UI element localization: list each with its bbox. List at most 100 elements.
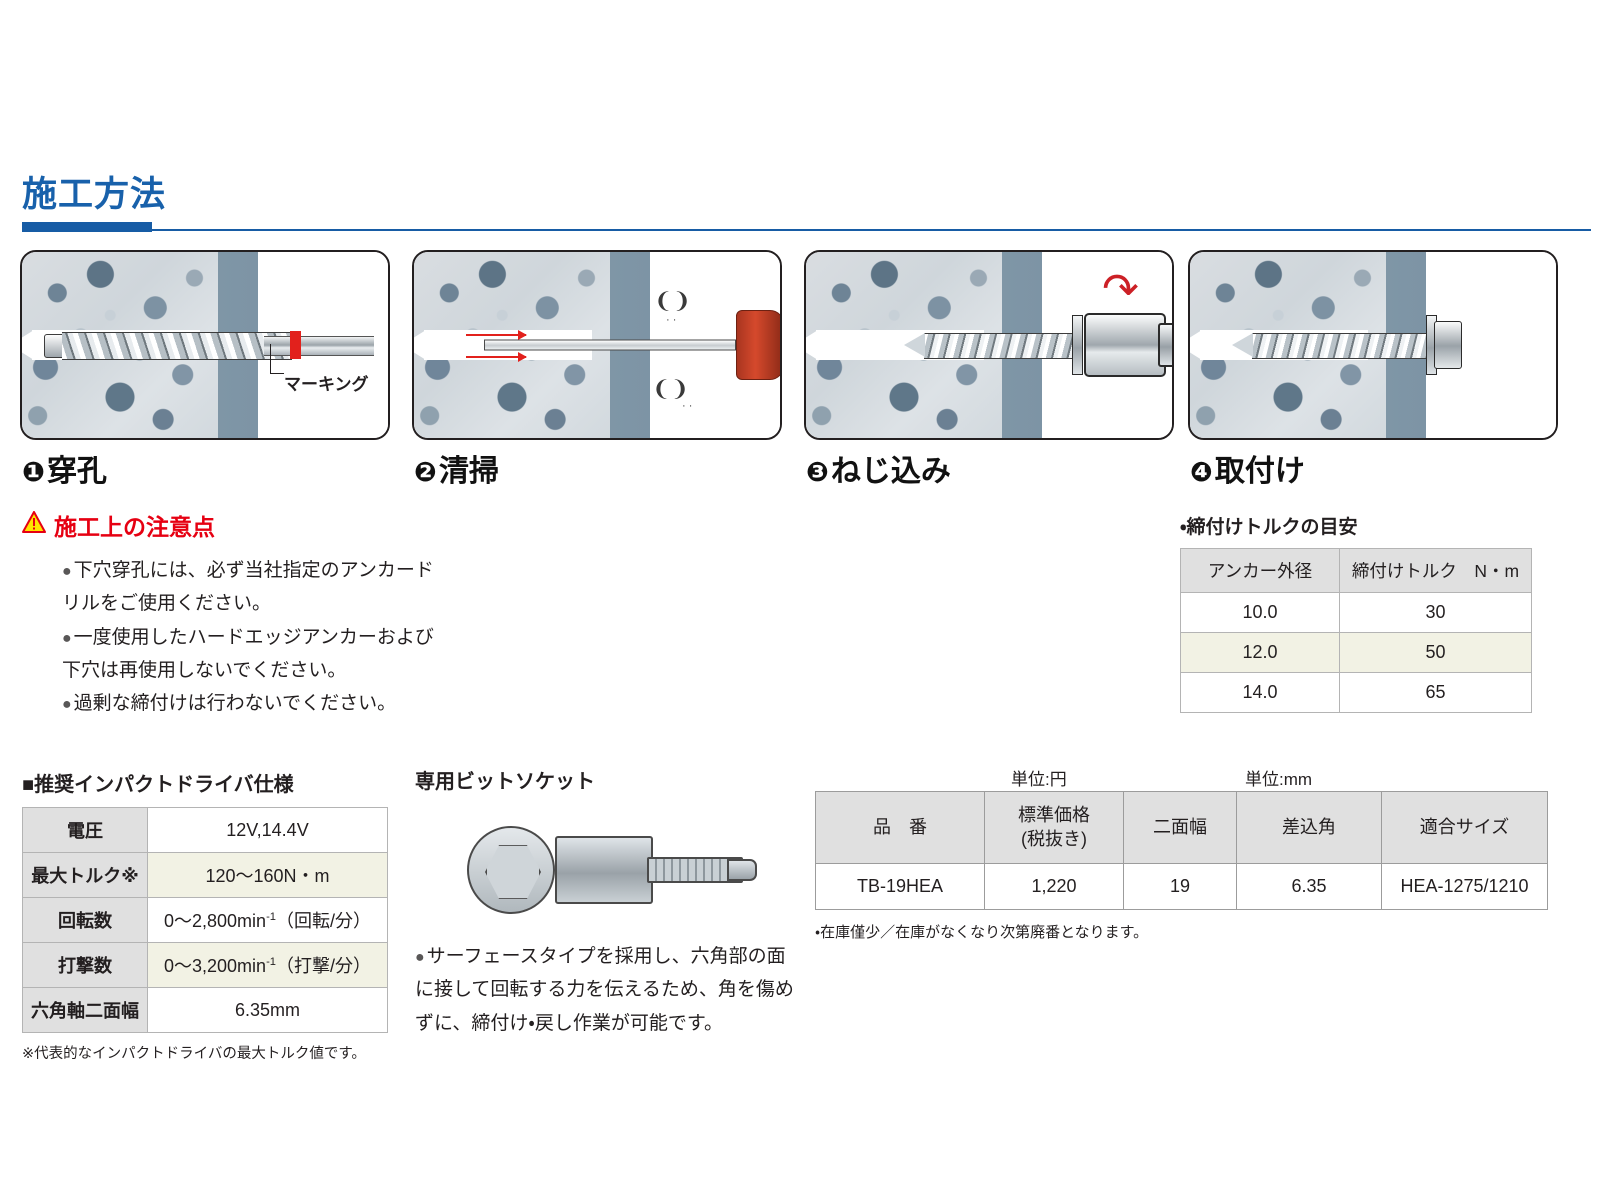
step-4: ❹取付け	[1188, 250, 1558, 488]
step-3-text: ねじ込み	[830, 455, 951, 488]
pump-bulb	[736, 310, 780, 380]
spec-value-sup: -1	[266, 956, 276, 968]
air-flow-arrow-bottom	[466, 352, 527, 362]
torque-cell-diameter: 14.0	[1180, 672, 1340, 713]
drill-bit-icon	[44, 331, 374, 360]
torque-cell-torque: 30	[1339, 592, 1532, 633]
torque-table: アンカー外径 締付けトルク N・m 10.0 30 12.0 50 14.0 6…	[1180, 548, 1532, 713]
spec-label-ipm: 打撃数	[22, 942, 148, 988]
spec-value-hex: 6.35mm	[147, 987, 388, 1033]
spec-label-hex: 六角軸二面幅	[22, 987, 148, 1033]
product-header-fit: 適合サイズ	[1381, 791, 1548, 864]
unit-yen-label: 単位:円	[1011, 770, 1067, 789]
drill-flute	[62, 332, 292, 360]
table-header-row: 品 番 標準価格 (税抜き) 二面幅 差込角 適合サイズ	[815, 791, 1548, 864]
spec-value-text: 12V,14.4V	[226, 819, 309, 840]
impact-socket-icon	[1084, 313, 1166, 377]
unit-mm-label: 単位:mm	[1245, 770, 1313, 789]
spec-table-block: ■推奨インパクトドライバ仕様 電圧 12V,14.4V 最大トルク※ 120〜1…	[22, 768, 412, 1063]
bolt-head-icon	[1434, 321, 1462, 369]
step-panels: マーキング ❶穿孔 ❨❩ · · ❨❩ · ·	[20, 250, 1593, 488]
torque-cell-torque: 50	[1339, 632, 1532, 673]
drill-shank	[264, 336, 374, 356]
product-cell-price: 1,220	[984, 862, 1124, 910]
anchor-bolt-icon	[1232, 333, 1428, 359]
step-2-number: ❷	[414, 457, 437, 487]
heading-rule	[22, 222, 1591, 232]
product-header-width: 二面幅	[1123, 791, 1237, 864]
product-header-price-line1: 標準価格	[1018, 805, 1090, 825]
spec-label-max-torque: 最大トルク※	[22, 852, 148, 898]
anchor-tip	[904, 333, 925, 357]
callout-leader-foot	[270, 373, 284, 374]
bit-socket-illustration	[415, 812, 775, 932]
blow-pump-icon	[736, 310, 780, 380]
table-row: 最大トルク※ 120〜160N・m	[22, 852, 388, 898]
spec-value-text: 6.35mm	[234, 999, 301, 1020]
dust-speck: · ·	[666, 314, 677, 326]
spec-table: 電圧 12V,14.4V 最大トルク※ 120〜160N・m 回転数 0〜2,8…	[22, 807, 388, 1033]
table-header-row: アンカー外径 締付けトルク N・m	[1180, 548, 1532, 593]
page-title: 施工方法	[22, 175, 167, 214]
step-4-illustration	[1188, 250, 1558, 440]
caution-list: 下穴穿孔には、必ず当社指定のアンカードリルをご使用ください。 一度使用したハード…	[22, 554, 442, 720]
product-table-block: 単位:円 単位:mm 品 番 標準価格 (税抜き) 二面幅 差込角 適合サイズ	[815, 765, 1555, 942]
step-1-number: ❶	[22, 457, 45, 487]
spec-label-voltage: 電圧	[22, 807, 148, 853]
table-row: 打撃数 0〜3,200min-1（打撃/分）	[22, 942, 388, 988]
table-row: 10.0 30	[1180, 592, 1532, 633]
bit-socket-caption: 専用ビットソケット	[415, 771, 595, 793]
step-3-label: ❸ねじ込み	[806, 446, 951, 490]
spec-value-text: 0〜3,200min	[164, 956, 267, 976]
bit-socket-description: サーフェースタイプを採用し、六角部の面に接して回転する力を伝えるため、角を傷めず…	[415, 940, 795, 1040]
step-3: ↷ ❸ねじ込み	[804, 250, 1174, 488]
table-row: 電圧 12V,14.4V	[22, 807, 388, 853]
anchor-washer	[1072, 315, 1083, 375]
torque-header-torque: 締付けトルク N・m	[1339, 548, 1532, 593]
hex-socket-icon	[467, 826, 555, 914]
torque-cell-torque: 65	[1339, 672, 1532, 713]
table-row: 12.0 50	[1180, 632, 1532, 673]
dust-cloud-icon: ❨❩	[654, 288, 691, 313]
step-4-label: ❹取付け	[1190, 446, 1305, 490]
step-3-number: ❸	[806, 457, 829, 487]
table-row: 回転数 0〜2,800min-1（回転/分）	[22, 897, 388, 943]
anchor-tip	[1232, 333, 1253, 357]
dust-cloud-icon-2: ❨❩	[652, 376, 689, 401]
spec-value-suffix: （打撃/分）	[275, 956, 371, 976]
step-2-label: ❷清掃	[414, 446, 499, 490]
table-row: 六角軸二面幅 6.35mm	[22, 987, 388, 1033]
marking-callout-label: マーキング	[284, 375, 369, 394]
product-footnote: ・在庫僅少／在庫がなくなり次第廃番となります。	[815, 923, 1149, 941]
spec-value-text: 0〜2,800min	[164, 911, 267, 931]
air-flow-arrow-top	[466, 330, 527, 340]
blow-pump-nozzle	[484, 339, 736, 351]
step-2-illustration: ❨❩ · · ❨❩ · ·	[412, 250, 782, 440]
depth-marking	[290, 331, 301, 359]
unit-labels: 単位:円 単位:mm	[815, 765, 1555, 791]
anchor-bolt-icon	[904, 333, 1076, 359]
torque-header-diameter: アンカー外径	[1180, 548, 1340, 593]
caution-item: 過剰な締付けは行わないでください。	[62, 687, 442, 720]
rotation-arrow-icon: ↷	[1102, 265, 1139, 314]
socket-collar	[1158, 323, 1172, 367]
heading-rule-thin	[152, 229, 1591, 231]
caution-title-text: 施工上の注意点	[54, 514, 215, 540]
spec-footnote: ※代表的なインパクトドライバの最大トルク値です。	[22, 1046, 366, 1062]
caution-item: 一度使用したハードエッジアンカーおよび下穴は再使用しないでください。	[62, 621, 442, 688]
torque-caption: ・締付けトルクの目安	[1180, 517, 1358, 538]
step-4-text: 取付け	[1214, 455, 1305, 488]
spec-value-max-torque: 120〜160N・m	[147, 852, 388, 898]
product-header-price: 標準価格 (税抜き)	[984, 791, 1124, 864]
socket-hex-shank	[727, 859, 757, 881]
callout-leader-line	[270, 344, 271, 374]
step-1: マーキング ❶穿孔	[20, 250, 390, 488]
spec-value-rpm: 0〜2,800min-1（回転/分）	[147, 897, 388, 943]
socket-body	[555, 836, 653, 904]
spec-caption: ■推奨インパクトドライバ仕様	[22, 774, 294, 796]
anchor-thread	[1252, 333, 1428, 359]
torque-cell-diameter: 12.0	[1180, 632, 1340, 673]
step-2-text: 清掃	[438, 455, 499, 488]
spec-value-sup: -1	[266, 911, 276, 923]
